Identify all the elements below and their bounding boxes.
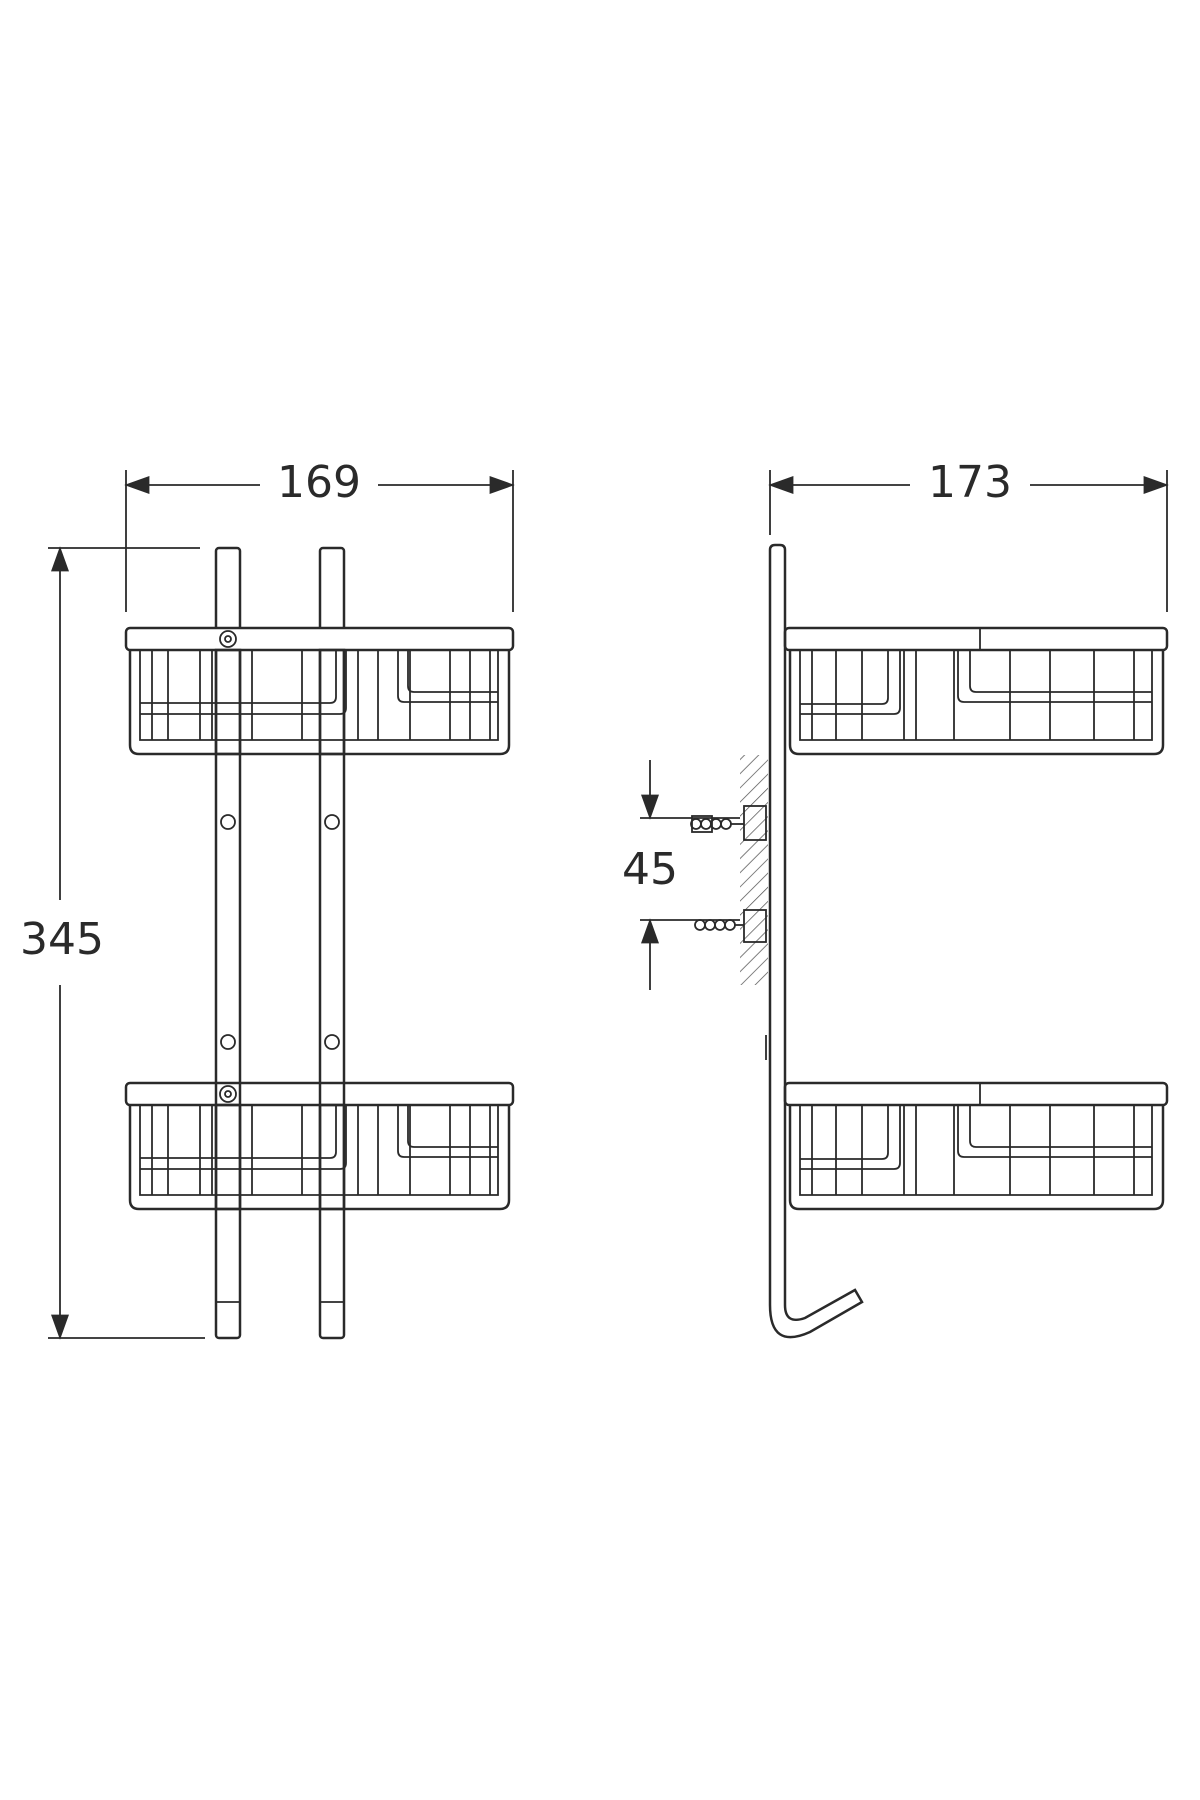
screw-icon [220,1034,236,1050]
depth-dimension-label: 173 [928,457,1012,508]
bracket-icon [743,909,767,943]
basket-wires [800,1105,1152,1195]
fixing-spacing-dimension: 45 [622,760,740,990]
basket-rim [124,626,515,652]
screw-plug-icon [691,815,713,833]
basket-rim [783,1081,1169,1107]
basket-body [788,1105,1165,1211]
basket-wires [800,650,1152,740]
height-dimension-label: 345 [20,914,104,965]
front-view: 169 345 [20,457,515,1340]
lower-basket-side [783,1081,1169,1211]
width-dimension: 169 [124,457,515,612]
basket-wires [140,1105,498,1195]
bar-overlap-right [318,648,346,756]
mounting-bar-left [214,546,242,1340]
width-dimension-label: 169 [277,457,361,508]
side-bar-with-hook [768,543,864,1339]
spacing-dimension-label: 45 [622,844,678,895]
screw-icon [220,814,236,830]
mounting-bars [214,546,346,1340]
upper-basket-side [783,626,1169,756]
height-dimension: 345 [20,546,205,1340]
upper-basket-front [124,626,515,756]
screw-icon [324,814,340,830]
basket-rim [783,626,1169,652]
mounting-bar-right [318,546,346,1340]
basket-wires [140,650,498,740]
basket-body [788,650,1165,756]
side-view: 173 45 [622,457,1169,1339]
basket-inner-wire [799,1105,1153,1196]
screw-icon [219,630,237,648]
wall-fixing-upper [690,805,767,841]
screw-icon [219,1085,237,1103]
bar-overlap-right [318,1103,346,1211]
bar-overlap-left [214,1103,242,1211]
bracket-icon [743,805,767,841]
wall-fixing-lower [694,909,767,943]
bar-overlap-left [214,648,242,756]
screw-icon [324,1034,340,1050]
wall-hatch [740,755,768,985]
lower-basket-front [124,1081,515,1211]
basket-inner-wire [799,650,1153,741]
depth-dimension: 173 [768,457,1169,612]
